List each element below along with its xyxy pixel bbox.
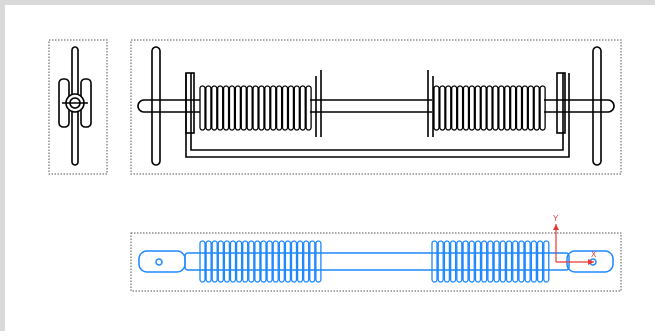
top-coil-loop: [456, 240, 463, 283]
top-coil-loop: [468, 240, 475, 283]
front-coil-loop: [211, 85, 218, 131]
x-axis-label: X: [591, 250, 597, 259]
front-coil-loop: [492, 85, 499, 131]
top-coil-loop: [290, 240, 298, 283]
front-coil-loop: [299, 85, 306, 131]
top-coil-loop: [199, 240, 206, 283]
front-coil-loop: [264, 85, 271, 131]
top-coil-loop: [505, 240, 513, 283]
front-coil-loop: [456, 85, 464, 131]
top-coil-loop: [296, 240, 304, 283]
top-coil-loop: [248, 240, 255, 283]
front-coil-loop: [480, 85, 487, 131]
front-coil-loop: [246, 85, 253, 131]
front-coil-loop: [539, 85, 546, 131]
top-coil-loop: [493, 240, 500, 283]
front-coil-loop: [515, 85, 523, 131]
top-coil-loop: [543, 240, 550, 283]
front-coil-loop: [509, 85, 517, 131]
front-coil-loop: [293, 85, 300, 131]
front-view[interactable]: [130, 39, 622, 175]
front-coil-loop: [462, 85, 470, 131]
top-coil-loop: [254, 240, 261, 283]
front-coil-loop: [228, 85, 236, 131]
top-coils: [199, 240, 550, 283]
front-coil-loop: [287, 85, 295, 131]
top-coil-loop: [449, 240, 457, 283]
drawing-canvas[interactable]: Y X: [5, 5, 655, 331]
top-coil-loop: [487, 240, 494, 283]
side-view[interactable]: [48, 39, 108, 175]
front-coil-loop: [234, 85, 242, 131]
top-coil-loop: [443, 240, 451, 283]
top-coil-loop: [278, 240, 285, 283]
top-coil-loop: [524, 240, 531, 283]
front-coil-loop: [222, 85, 230, 131]
top-coil-loop: [205, 240, 212, 283]
side-view-geometry: [58, 46, 92, 166]
front-coil-loop: [439, 85, 446, 131]
front-coil-loop: [270, 85, 277, 131]
top-coil-loop: [284, 240, 292, 283]
front-coil-loop: [468, 85, 476, 131]
top-coil-loop: [260, 240, 267, 283]
top-coil-loop: [235, 240, 243, 283]
front-coils: [199, 85, 546, 131]
front-coil-loop: [451, 85, 458, 131]
top-coil-loop: [462, 240, 469, 283]
front-coil-loop: [486, 85, 493, 131]
front-coil-loop: [281, 85, 289, 131]
front-coil-loop: [527, 85, 534, 131]
top-coil-loop: [437, 240, 444, 283]
front-coil-loop: [252, 85, 259, 131]
top-coil-loop: [303, 240, 310, 283]
drawing-sheet[interactable]: Y X: [5, 5, 655, 331]
top-coil-loop: [481, 240, 488, 283]
x-axis-arrow: [588, 259, 594, 265]
top-coil-loop: [217, 240, 224, 283]
front-coil-loop: [240, 85, 247, 131]
top-coil-loop: [272, 240, 279, 283]
top-coil-loop: [223, 240, 231, 283]
front-coil-loop: [521, 85, 529, 131]
front-coil-loop: [498, 85, 505, 131]
top-coil-loop: [474, 240, 482, 283]
top-coil-loop: [309, 240, 316, 283]
front-coil-loop: [258, 85, 265, 131]
front-coil-loop: [533, 85, 540, 131]
coordinate-triad: Y X: [553, 214, 597, 265]
top-view-geometry: [138, 250, 614, 273]
front-coil-loop: [445, 85, 452, 131]
y-axis-label: Y: [553, 214, 559, 223]
top-coil-loop: [242, 240, 249, 283]
front-coil-loop: [205, 85, 212, 131]
top-view[interactable]: Y X: [130, 214, 622, 292]
front-coil-loop: [217, 85, 224, 131]
front-coil-loop: [504, 85, 511, 131]
top-coil-loop: [530, 240, 538, 283]
front-coil-loop: [474, 85, 481, 131]
front-coil-loop: [305, 85, 312, 131]
top-coil-loop: [431, 240, 438, 283]
top-coil-loop: [266, 240, 273, 283]
top-view-border: [130, 232, 622, 292]
front-coil-loop: [433, 85, 440, 131]
top-coil-loop: [499, 240, 506, 283]
front-coil-loop: [275, 85, 283, 131]
top-coil-loop: [512, 240, 519, 283]
top-coil-loop: [315, 240, 322, 283]
top-coil-loop: [518, 240, 525, 283]
front-view-geometry: [137, 46, 615, 166]
front-coil-loop: [199, 85, 206, 131]
top-coil-loop: [211, 240, 218, 283]
top-coil-loop: [536, 240, 544, 283]
y-axis-arrow: [553, 224, 559, 230]
top-coil-loop: [229, 240, 237, 283]
